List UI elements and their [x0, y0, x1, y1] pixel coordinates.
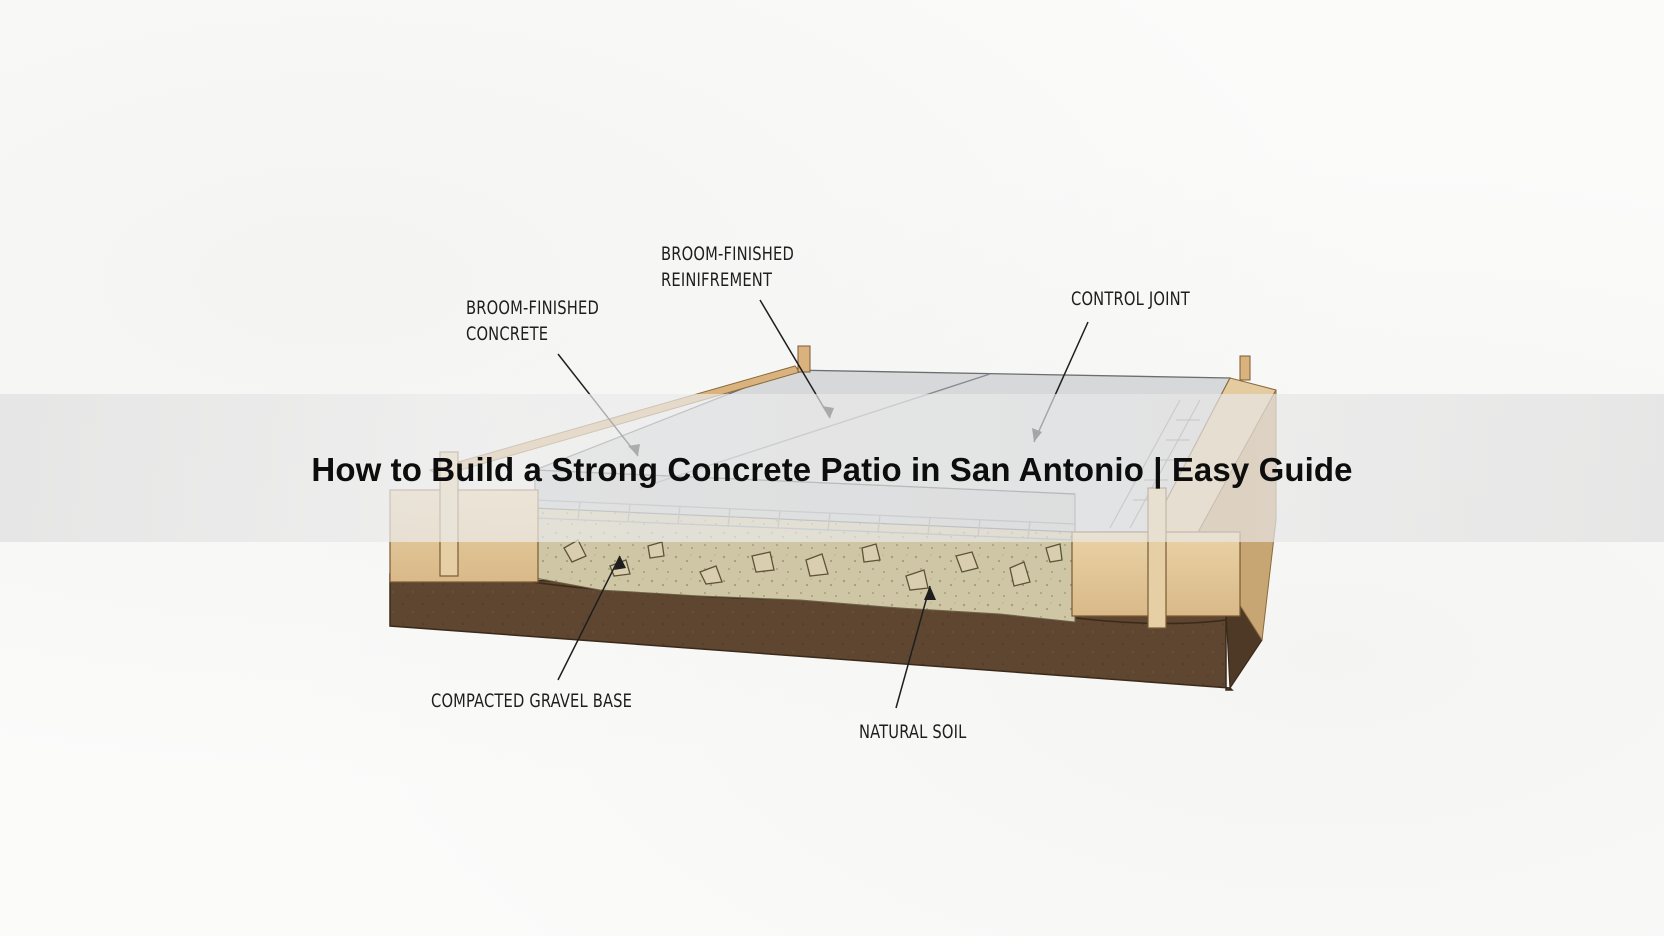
- leader-natural-soil: [895, 585, 931, 709]
- label-broom-finished-reinforcement: BROOM-FINISHED REINIFREMENT: [661, 241, 794, 293]
- label-line: BROOM-FINISHED: [466, 297, 599, 319]
- leader-compacted-gravel-base: [557, 555, 621, 681]
- label-line: BROOM-FINISHED: [661, 243, 794, 265]
- page-title: How to Build a Strong Concrete Patio in …: [311, 451, 1353, 488]
- label-line: NATURAL SOIL: [859, 721, 967, 743]
- title-banner: [0, 394, 1664, 542]
- label-line: COMPACTED GRAVEL BASE: [431, 690, 633, 712]
- label-control-joint: CONTROL JOINT: [1071, 286, 1190, 312]
- label-compacted-gravel-base: COMPACTED GRAVEL BASE: [431, 688, 632, 714]
- label-line: CONTROL JOINT: [1071, 288, 1190, 310]
- label-natural-soil: NATURAL SOIL: [859, 719, 966, 745]
- label-broom-finished-concrete: BROOM-FINISHED CONCRETE: [466, 295, 599, 347]
- label-line: CONCRETE: [466, 323, 549, 345]
- label-line: REINIFREMENT: [661, 269, 773, 291]
